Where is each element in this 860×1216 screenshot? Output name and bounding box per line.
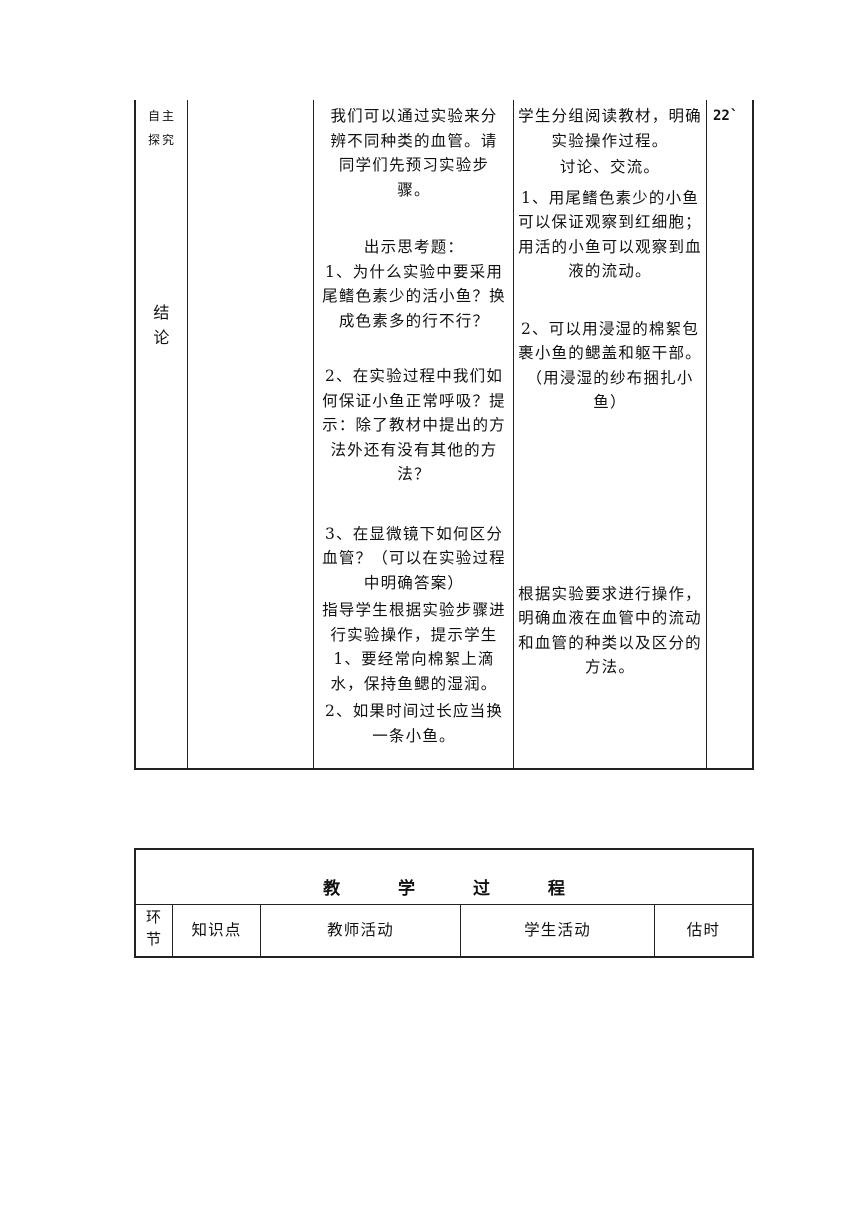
student-read: 学生分组阅读教材，明确实验操作过程。 xyxy=(518,107,702,150)
teacher-intro: 我们可以通过实验来分辨不同种类的血管。请同学们先预习实验步骤。 xyxy=(330,107,498,199)
table-border-right xyxy=(752,848,754,958)
stage-label-explore: 自主 探究 xyxy=(147,109,176,147)
table-border-right xyxy=(752,100,754,770)
teacher-guide: 指导学生根据实验步骤进行实验操作，提示学生 1、要经常向棉絮上滴水，保持鱼鳃的湿… xyxy=(322,601,506,693)
table-divider xyxy=(260,904,261,957)
table-divider xyxy=(513,100,514,770)
header-knowledge: 知识点 xyxy=(191,921,242,939)
table-border-left xyxy=(134,100,136,770)
student-answer-1: 1、用尾鳍色素少的小鱼可以保证观察到红细胞；用活的小鱼可以观察到血液的流动。 xyxy=(518,188,702,281)
table-divider xyxy=(654,904,655,957)
table-divider xyxy=(134,904,754,905)
teacher-activity: 我们可以通过实验来分辨不同种类的血管。请同学们先预习实验步骤。 出示思考题： 1… xyxy=(320,104,508,748)
header-time: 估时 xyxy=(686,921,721,939)
header-student-activity: 学生活动 xyxy=(524,921,591,939)
student-activity: 学生分组阅读教材，明确实验操作过程。 讨论、交流。 1、用尾鳍色素少的小鱼可以保… xyxy=(518,104,702,680)
time-estimate: 22` xyxy=(713,108,739,124)
student-discuss: 讨论、交流。 xyxy=(559,158,661,176)
table-border-top xyxy=(134,848,754,850)
stage-label-conclusion: 结 论 xyxy=(153,303,171,347)
question-3: 3、在显微镜下如何区分血管？（可以在实验过程中明确答案） xyxy=(322,524,506,592)
header-teacher-activity: 教师活动 xyxy=(327,921,394,939)
student-answer-2: 2、可以用浸湿的棉絮包裹小鱼的鳃盖和躯干部。（用浸湿的纱布捆扎小鱼） xyxy=(518,319,702,412)
table-border-left xyxy=(134,848,136,958)
student-operate: 根据实验要求进行操作，明确血液在血管中的流动和血管的种类以及区分的方法。 xyxy=(518,584,702,677)
table-border-bottom xyxy=(134,768,754,770)
table-divider xyxy=(172,904,173,957)
process-title: 教 学 过 程 xyxy=(323,879,565,899)
table-divider xyxy=(313,100,314,770)
think-title: 出示思考题： xyxy=(363,238,465,256)
question-1: 1、为什么实验中要采用尾鳍色素少的活小鱼？换成色素多的行不行？ xyxy=(322,262,506,330)
header-stage: 环节 xyxy=(146,908,163,948)
teacher-guide-2: 2、如果时间过长应当换一条小鱼。 xyxy=(324,702,504,745)
table-divider xyxy=(187,100,188,770)
table-border-bottom xyxy=(134,956,754,958)
table-divider xyxy=(706,100,707,770)
question-2: 2、在实验过程中我们如何保证小鱼正常呼吸？提示：除了教材中提出的方法外还有没有其… xyxy=(322,367,506,483)
table-divider xyxy=(460,904,461,957)
